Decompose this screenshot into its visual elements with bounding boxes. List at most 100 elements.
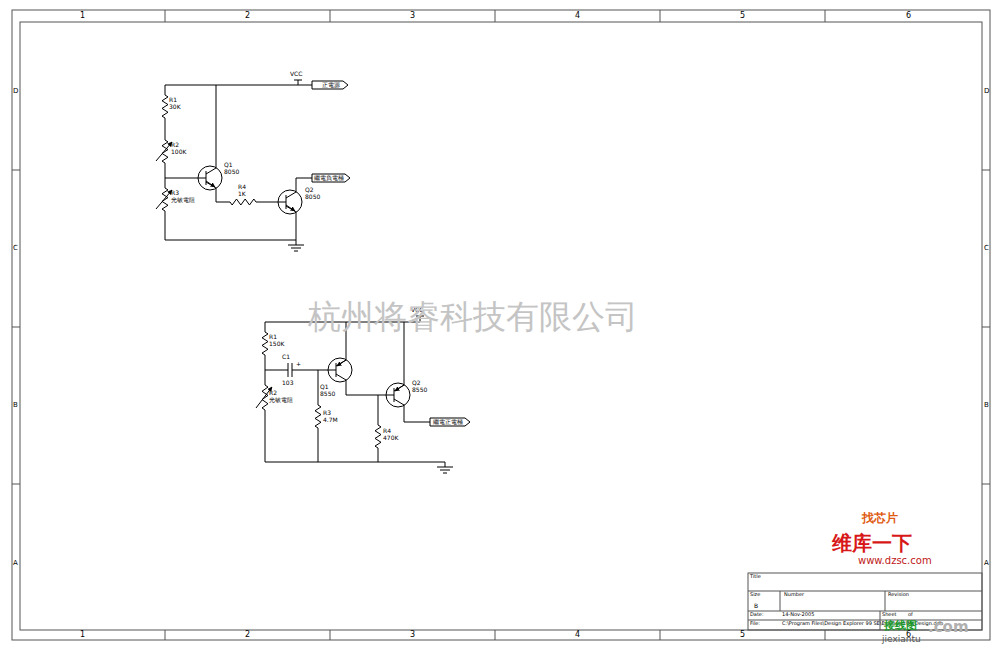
sheet-border xyxy=(12,10,990,640)
component-label: 光敏電阻 xyxy=(269,397,293,403)
title-block-text: Revision xyxy=(888,592,909,597)
resistor-symbol xyxy=(262,385,268,410)
component-label: R4 xyxy=(383,428,391,434)
component-label: VCC xyxy=(290,71,302,77)
component-label: R3 xyxy=(171,190,179,196)
watermark: jiexiantu xyxy=(882,635,921,644)
net-label-flag xyxy=(430,418,470,426)
title-block-text: Number xyxy=(784,592,804,597)
resistor-symbol xyxy=(162,95,168,118)
wire xyxy=(256,202,286,203)
wire xyxy=(165,163,166,188)
wire xyxy=(286,206,296,240)
net-label-flag xyxy=(312,81,348,89)
adjust-arrow xyxy=(156,190,172,209)
wire xyxy=(378,448,379,462)
grid-reference: 2 xyxy=(245,631,250,639)
grid-reference: 1 xyxy=(80,631,85,639)
component-label: R2 xyxy=(171,142,179,148)
resistor-symbol xyxy=(262,332,268,355)
component-label: 470K xyxy=(383,435,398,441)
ground-symbol xyxy=(288,240,304,251)
component-label: Q2 xyxy=(412,380,421,386)
title-block-text: of xyxy=(908,612,913,617)
watermark: 找芯片 xyxy=(862,512,898,524)
component-label: R1 xyxy=(269,334,277,340)
grid-reference: B xyxy=(13,402,18,409)
net-label-flag xyxy=(312,174,350,182)
title-block-text: B xyxy=(754,603,758,609)
wire xyxy=(165,85,312,86)
wire xyxy=(165,85,166,95)
transistor-base xyxy=(394,388,395,402)
grid-reference: 3 xyxy=(410,631,415,639)
resistor-symbol xyxy=(162,188,168,211)
resistor-symbol xyxy=(315,405,321,428)
component-label: 8050 xyxy=(224,169,239,175)
component-label: 103 xyxy=(282,380,293,386)
title-block-text: Date: xyxy=(750,612,764,617)
grid-reference: D xyxy=(984,88,989,95)
component-label: R2 xyxy=(269,390,277,396)
component-label: Q2 xyxy=(305,187,314,193)
component-label: C1 xyxy=(282,354,290,360)
component-label: 8550 xyxy=(320,391,335,397)
component-label: 150K xyxy=(269,341,284,347)
power-port xyxy=(294,80,302,85)
transistor-base xyxy=(206,171,207,185)
grid-reference: C xyxy=(984,245,989,252)
component-label: R4 xyxy=(238,184,246,190)
grid-reference: A xyxy=(984,560,989,567)
wire xyxy=(165,178,206,179)
watermark: www.dzsc.com xyxy=(858,556,932,566)
transistor-base xyxy=(286,195,287,209)
watermark: 维库一下 xyxy=(832,533,912,553)
wire xyxy=(165,118,166,140)
wire xyxy=(206,182,230,202)
title-block-text: File: xyxy=(750,621,760,626)
resistor-symbol xyxy=(375,425,381,448)
wire xyxy=(265,322,266,332)
grid-reference: 5 xyxy=(740,631,745,639)
transistor-symbol xyxy=(198,166,222,190)
component-label: 8550 xyxy=(412,387,427,393)
grid-reference: 3 xyxy=(410,12,415,20)
watermark: .com xyxy=(928,620,969,635)
grid-reference: 4 xyxy=(575,631,580,639)
component-label: R1 xyxy=(169,97,177,103)
grid-reference: C xyxy=(13,245,18,252)
component-label: 繼電負電極 xyxy=(314,175,344,181)
component-label: + xyxy=(296,361,301,367)
adjust-arrow xyxy=(156,142,172,161)
capacitor-plate xyxy=(292,363,293,377)
resistor-symbol xyxy=(230,199,256,205)
wire xyxy=(318,428,319,462)
wire xyxy=(394,399,430,422)
transistor-symbol xyxy=(328,358,352,382)
watermark: 杭州将睿科技有限公司 xyxy=(308,300,638,333)
component-label: 正電源 xyxy=(322,82,340,88)
title-block-text: Sheet xyxy=(882,612,896,617)
title-block-text: 14-Nov-2005 xyxy=(782,612,814,617)
title-block-text: Size xyxy=(750,592,760,597)
wire xyxy=(378,395,379,425)
grid-reference: D xyxy=(13,88,18,95)
component-label: 100K xyxy=(171,149,186,155)
component-label: 4.7M xyxy=(323,417,338,423)
grid-reference: 1 xyxy=(80,12,85,20)
grid-reference: A xyxy=(13,560,18,567)
ground-symbol xyxy=(437,462,453,473)
title-block-text: Title xyxy=(750,574,761,579)
grid-reference: 5 xyxy=(740,12,745,20)
capacitor-plate xyxy=(288,363,289,377)
title-block-text: C:\Program Files\Design Explorer 99 SE\E… xyxy=(782,621,943,626)
component-label: R3 xyxy=(323,410,331,416)
wire xyxy=(318,370,319,405)
watermark: 接线图 xyxy=(884,620,917,631)
component-label: Q1 xyxy=(224,162,233,168)
component-label: 光敏電阻 xyxy=(171,197,195,203)
grid-reference: 6 xyxy=(906,12,911,20)
wiring xyxy=(156,80,470,473)
